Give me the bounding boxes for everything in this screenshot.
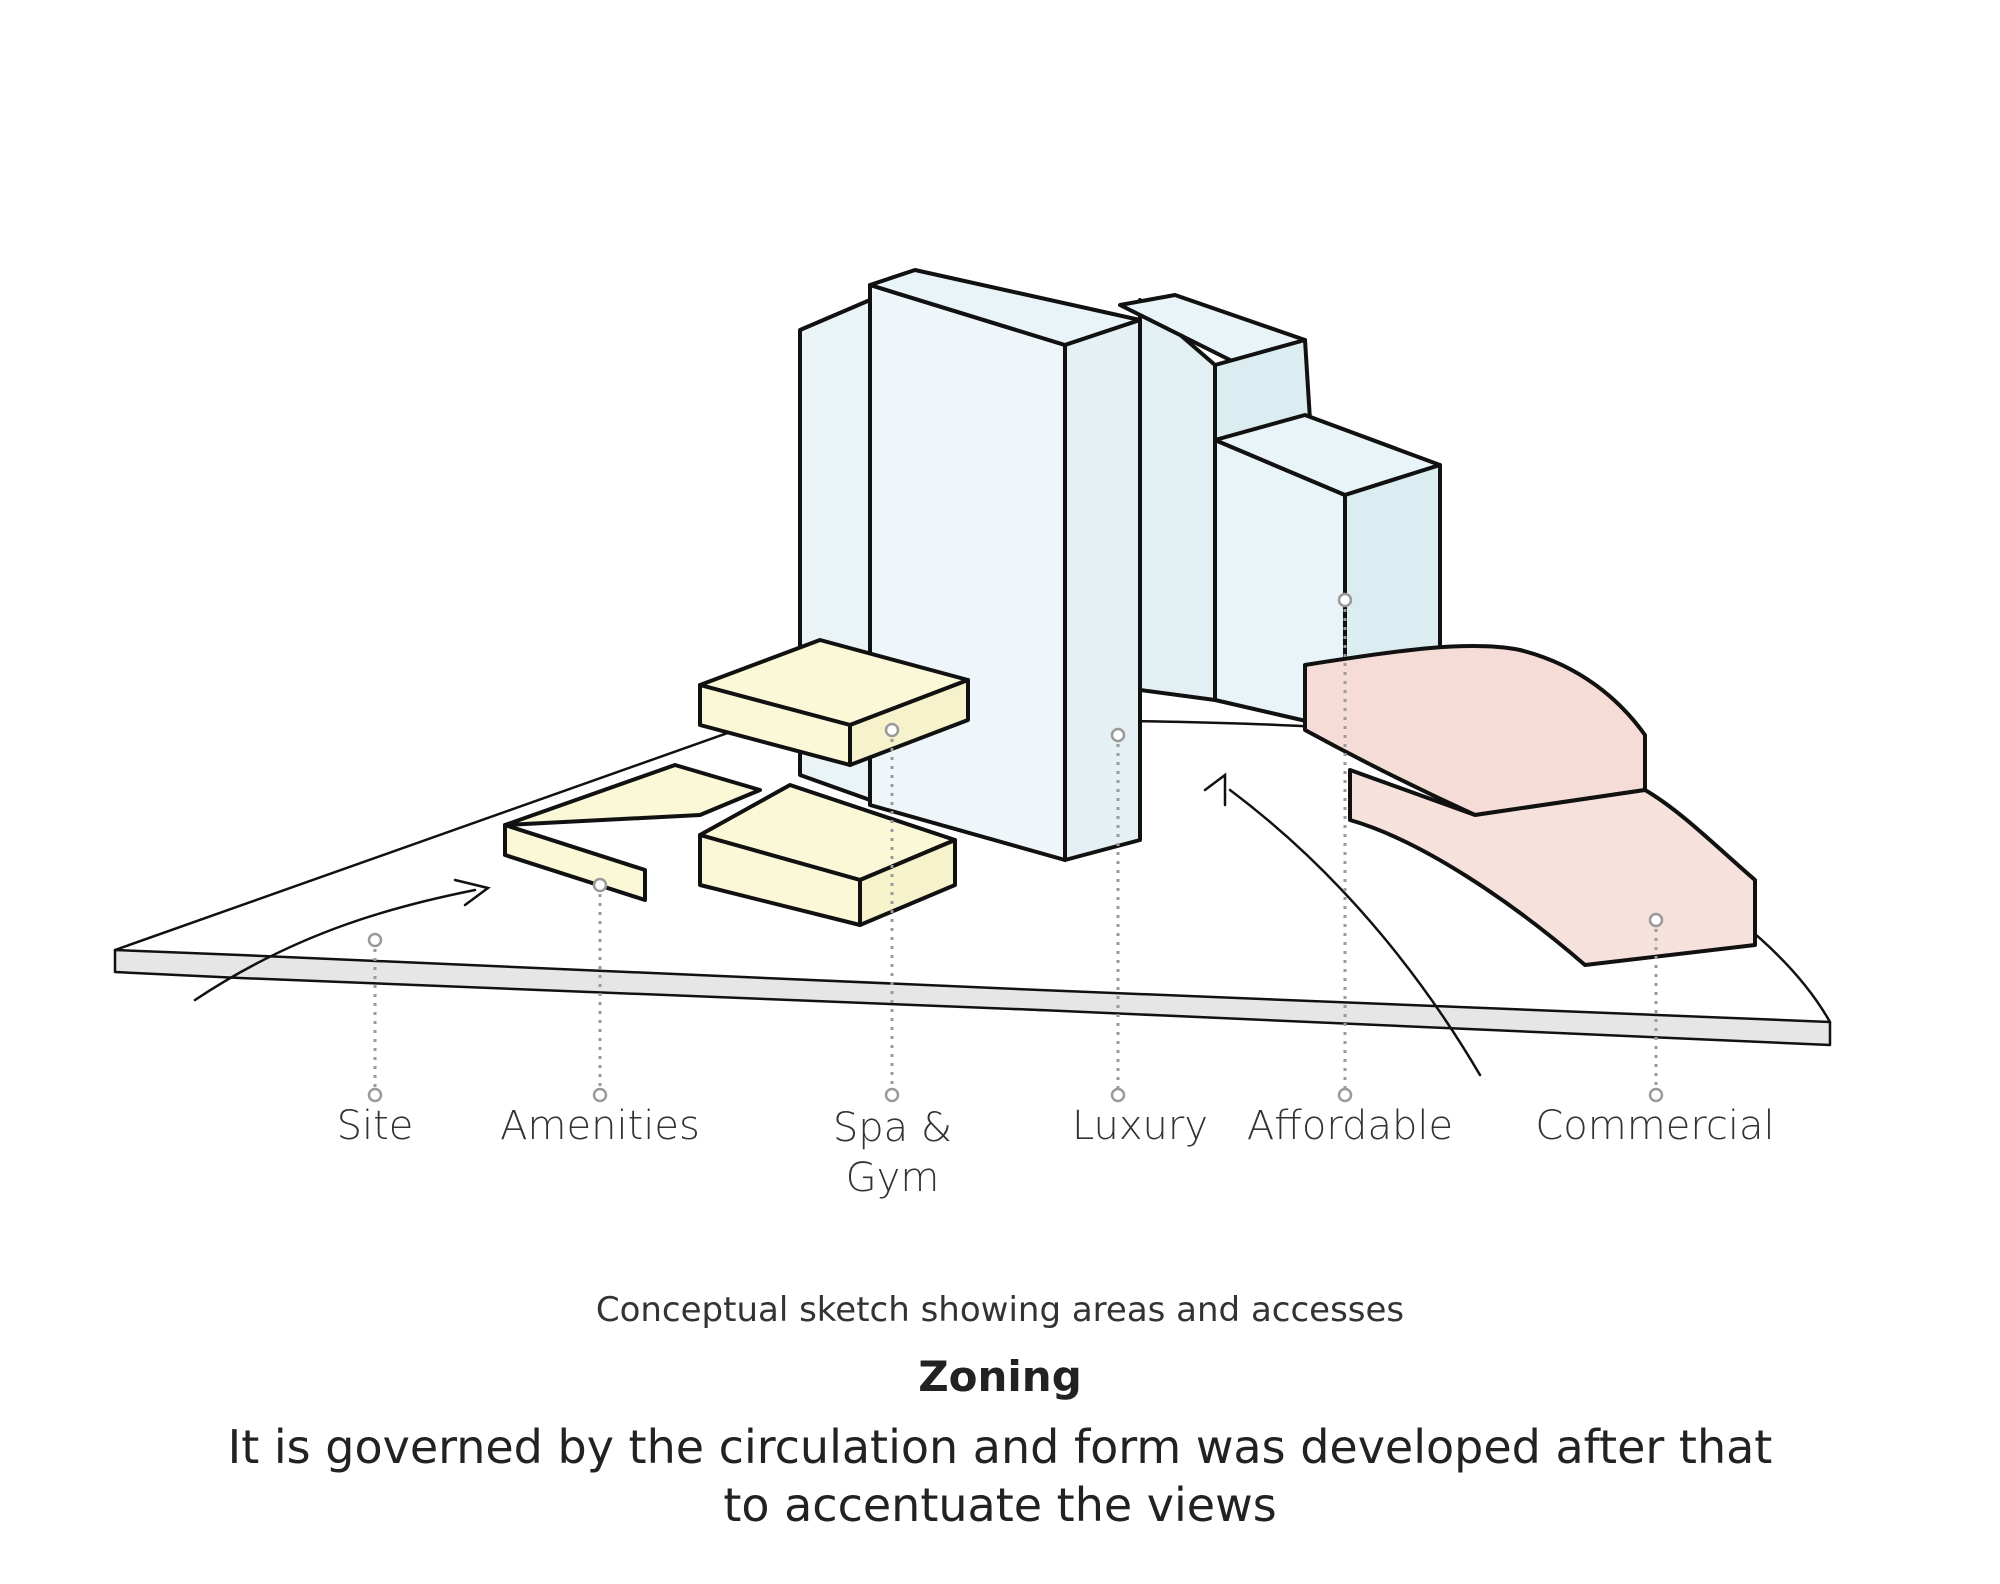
label-luxury: Luxury	[1071, 1103, 1209, 1149]
luxury-tower-side	[1063, 318, 1142, 862]
amenities-mid-side	[858, 838, 957, 927]
caption-subtitle: Conceptual sketch showing areas and acce…	[595, 1290, 1405, 1330]
caption-body: It is governed by the circulation and fo…	[227, 1420, 1773, 1532]
access-arrows	[193, 772, 1482, 1077]
leader-lines	[373, 600, 1658, 1095]
luxury-tower-front	[868, 283, 1067, 862]
label-spa-gym: Spa & Gym	[832, 1105, 953, 1201]
access-arrow-west-head	[453, 878, 491, 907]
leader-dots	[367, 592, 1664, 1103]
site-plane-edge	[113, 948, 1832, 1047]
label-affordable: Affordable	[1246, 1103, 1454, 1149]
affordable-tower-upper-front	[1138, 298, 1217, 702]
amenities-low-top	[503, 763, 762, 827]
label-amenities: Amenities	[500, 1103, 700, 1149]
access-arrow-west	[193, 888, 477, 1002]
spa-gym-side	[848, 678, 970, 767]
caption-title: Zoning	[918, 1352, 1082, 1401]
label-site: Site	[336, 1103, 414, 1149]
access-arrow-east	[1228, 788, 1482, 1077]
commercial-upper	[1303, 643, 1647, 817]
luxury-tower	[798, 268, 1142, 862]
access-arrow-east-head	[1203, 772, 1227, 807]
amenities-low-front	[503, 823, 647, 902]
label-commercial: Commercial	[1535, 1103, 1775, 1149]
